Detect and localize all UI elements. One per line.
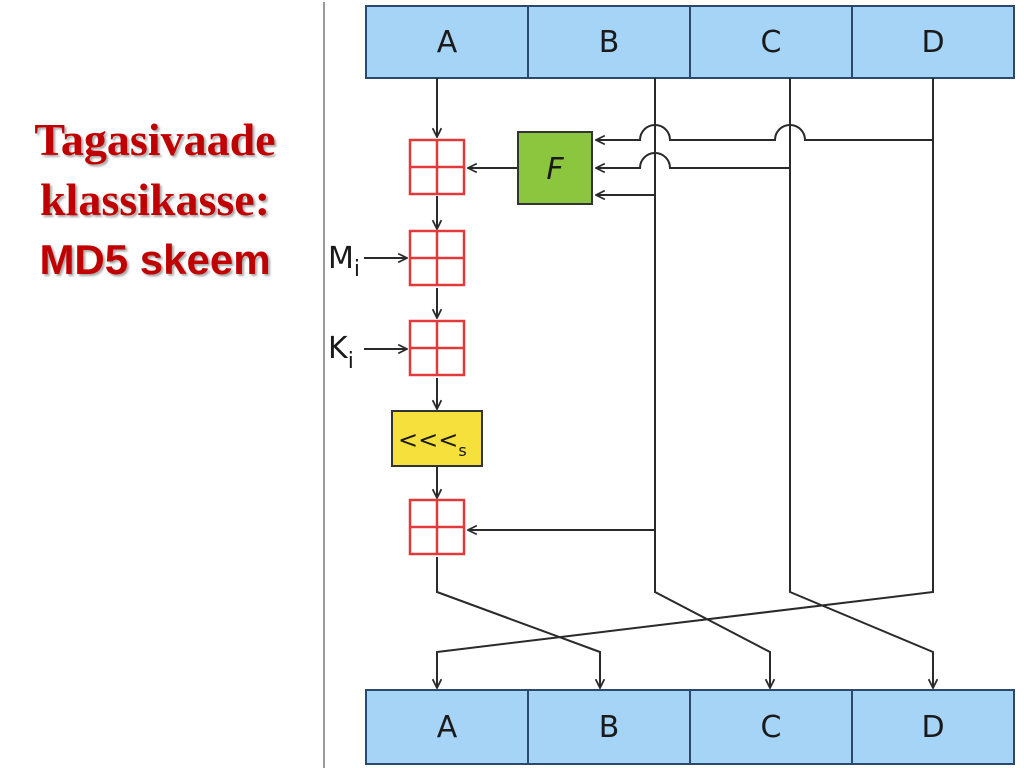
bottom-register-a [365,689,529,765]
function-f-rect [517,131,593,205]
bottom-register-b [527,689,691,765]
wires [364,78,933,688]
bottom-register-b-label: B [599,710,620,745]
message-label: Mi [328,241,360,282]
bottom-register-c-label: C [761,710,782,745]
top-register-b-label: B [599,25,620,60]
bottom-register-c [689,689,853,765]
function-f-box: F [517,131,593,205]
wire-d-to-output-a [437,78,934,688]
top-register-b [527,5,691,79]
bottom-register-a-label: A [437,710,458,745]
top-register-d [851,5,1015,79]
top-register-d-label: D [921,25,944,60]
constant-subscript: i [348,349,354,374]
title-line-2: klassikasse: [39,174,271,225]
rotate-subscript: s [458,441,466,460]
adder-1 [408,138,466,196]
top-register-bar: A B C D [365,5,1015,79]
adder-3 [408,319,466,377]
wire-d-to-f [596,124,933,140]
wire-adder-4-to-output-b [436,557,600,688]
top-register-c [689,5,853,79]
constant-symbol: K [328,331,349,366]
wire-c-to-output-d [789,78,933,688]
wire-c-to-f [596,152,790,168]
function-f-label: F [546,152,564,187]
rotate-box: <<<s [391,410,483,467]
title-line-1: Tagasivaade [34,114,276,165]
wire-b-to-output-c [654,78,770,688]
adder-2 [408,229,466,287]
adders [408,138,466,556]
bottom-register-d-label: D [921,710,944,745]
adder-4 [408,498,466,556]
constant-label: Ki [328,331,354,374]
bottom-register-bar: A B C D [365,689,1015,765]
slide-title: Tagasivaade klassikasse: MD5 skeem [0,110,310,290]
top-register-a-label: A [437,25,458,60]
message-symbol: M [328,241,354,276]
rotate-rect [391,410,483,467]
rotate-label: <<<s [398,426,467,460]
top-register-c-label: C [761,25,782,60]
bottom-register-d [851,689,1015,765]
rotate-symbol: <<< [398,426,458,454]
title-line-3: MD5 skeem [39,236,271,283]
message-subscript: i [354,257,360,282]
